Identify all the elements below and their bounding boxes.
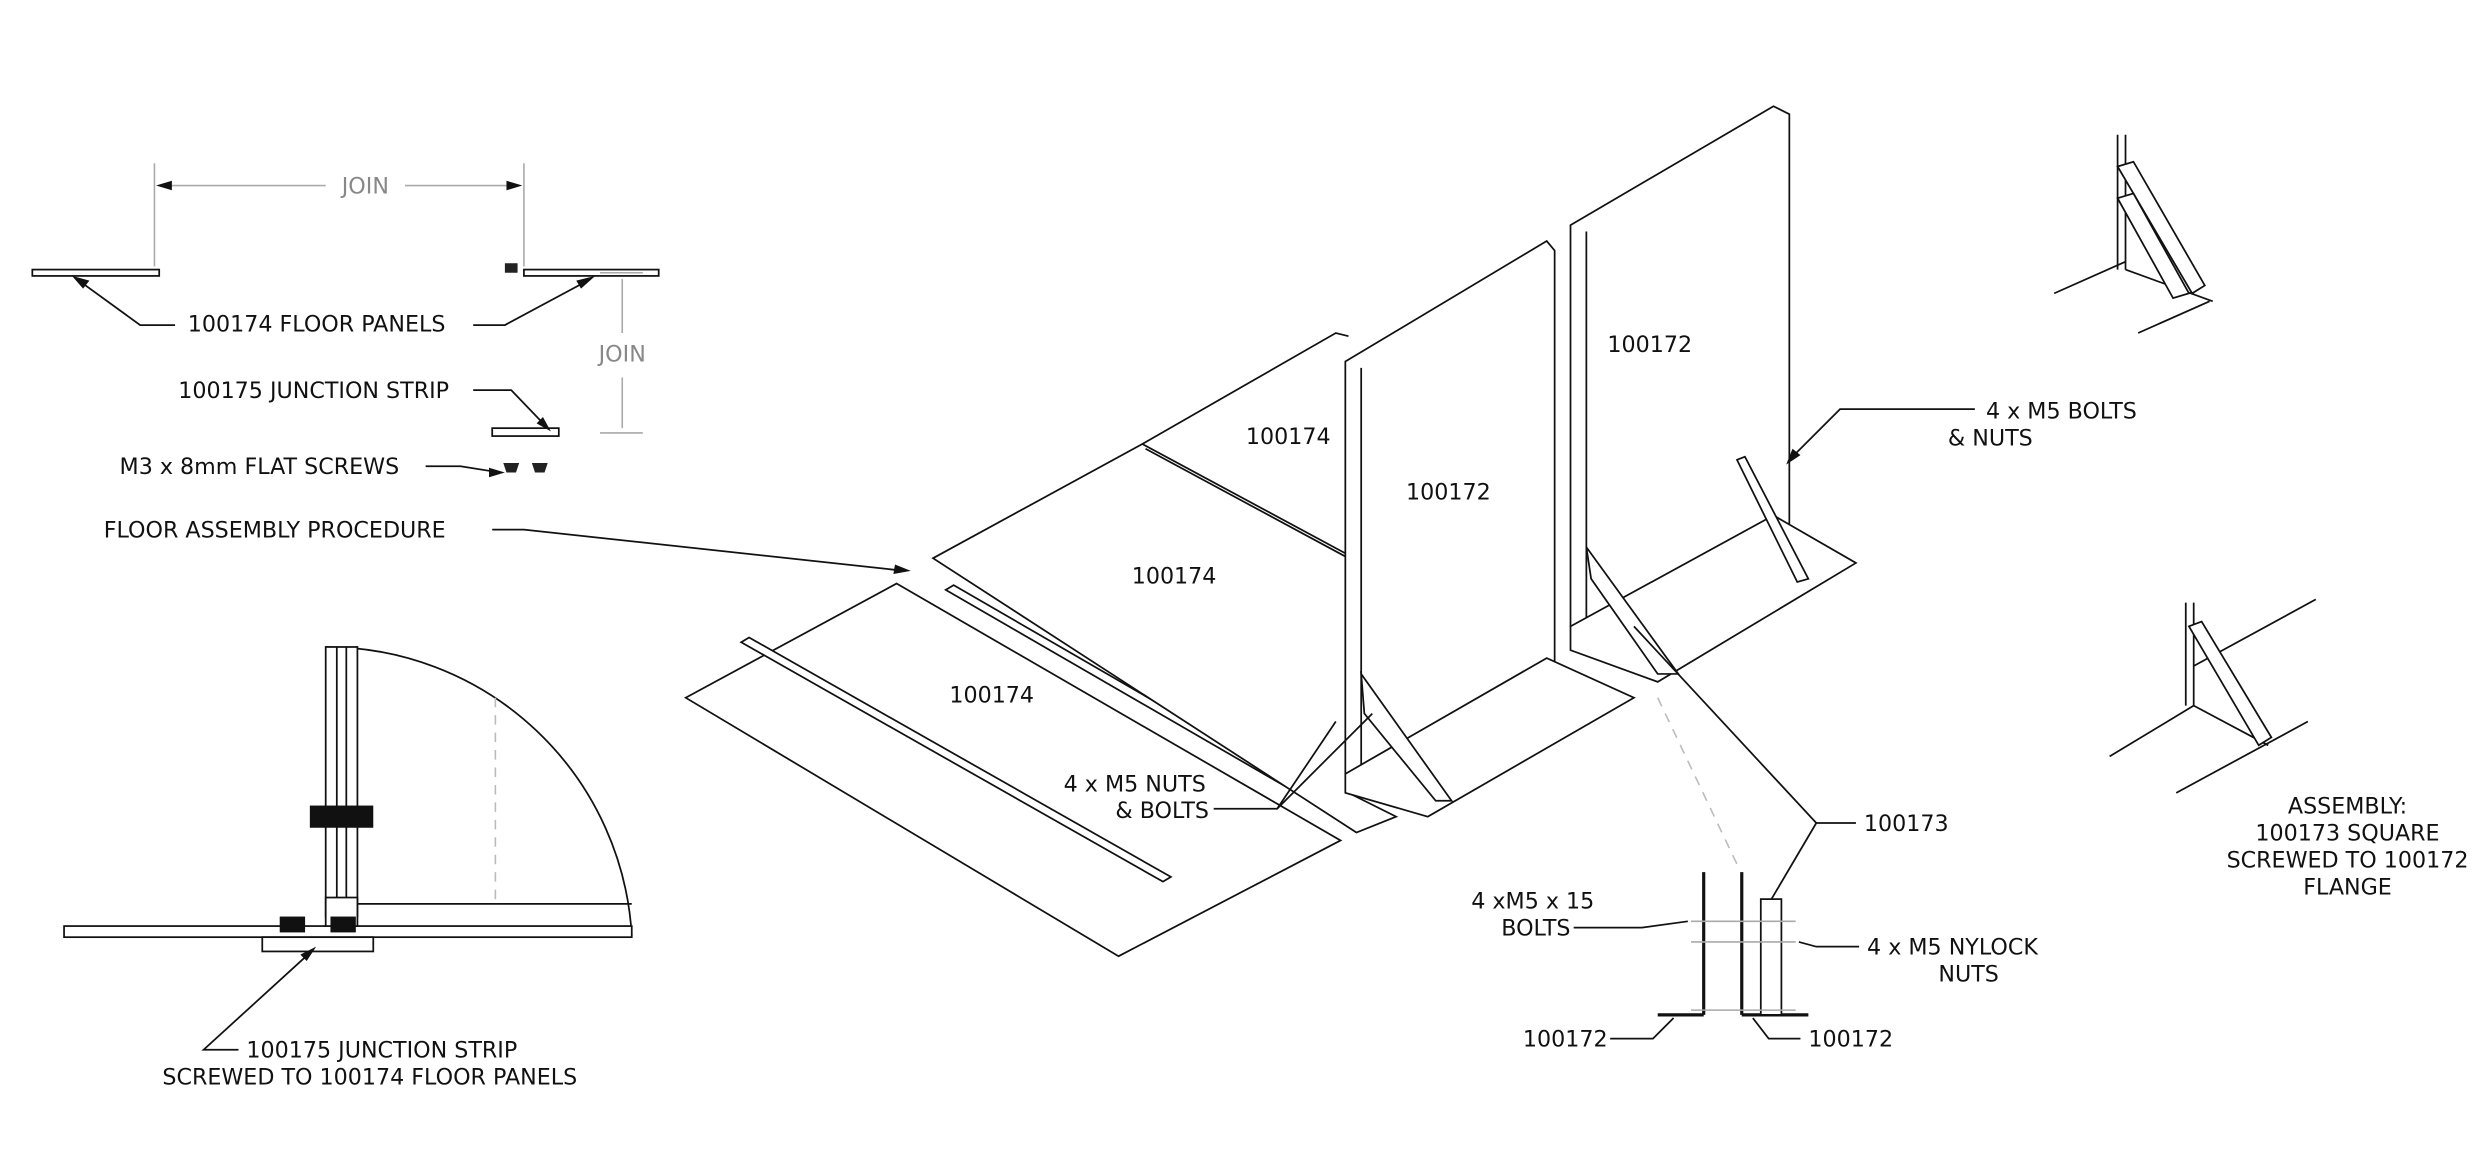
- junction-strip-front: [739, 636, 1173, 883]
- part-100173-label: 100173: [1864, 811, 1949, 837]
- detail-100172-label-left: 100172: [1523, 1027, 1608, 1053]
- bolts-nuts-label-2: & NUTS: [1948, 426, 2033, 452]
- junction-detail-view: 100175 JUNCTION STRIP SCREWED TO 100174 …: [63, 646, 633, 1091]
- bracket-detail-bottom: [2109, 598, 2317, 794]
- assembly-note-3: SCREWED TO 100172: [2227, 847, 2469, 873]
- panel-100174-label-b: 100174: [949, 682, 1034, 708]
- bolt-detail-view: 4 xM5 x 15 BOLTS 4 x M5 NYLOCK NUTS 1001…: [1471, 872, 2039, 1053]
- nylock-label-2: NUTS: [1938, 962, 1998, 988]
- bolt-icon: [309, 805, 374, 828]
- floor-assembly-label: FLOOR ASSEMBLY PROCEDURE: [104, 518, 446, 544]
- junction-detail-label-2: SCREWED TO 100174 FLOOR PANELS: [162, 1065, 577, 1091]
- panel-100172-label-b: 100172: [1607, 332, 1692, 358]
- floor-panel-right: [523, 268, 660, 277]
- join-exploded-view: JOIN JOIN 100174 FLOOR PANELS 100175 JUN…: [31, 163, 911, 575]
- panel-100174-label-c: 100174: [1246, 424, 1331, 450]
- bracket-100173: [1585, 546, 1681, 675]
- screw-icon: [330, 916, 356, 933]
- screw-icon: [503, 463, 520, 473]
- floor-panels-label: 100174 FLOOR PANELS: [188, 311, 446, 337]
- m5-bolts-label-2: BOLTS: [1501, 916, 1570, 942]
- screw-icon: [531, 463, 548, 473]
- m5-bolts-label-1: 4 xM5 x 15: [1471, 889, 1594, 915]
- floor-panel-left: [31, 268, 161, 277]
- assembly-note-2: 100173 SQUARE: [2255, 820, 2439, 846]
- nuts-bolts-label-2: & BOLTS: [1115, 798, 1209, 824]
- isometric-assembly: 100174 100174 100174 100172 100172: [683, 105, 1858, 958]
- detail-100172-label-right: 100172: [1808, 1027, 1893, 1053]
- nylock-label-1: 4 x M5 NYLOCK: [1867, 935, 2039, 961]
- panel-100172-label-a: 100172: [1406, 480, 1491, 506]
- join-vertical-label: JOIN: [597, 342, 646, 368]
- bracket-100173: [1735, 455, 1810, 584]
- screw-icon: [279, 916, 306, 933]
- panel-100174-label-a: 100174: [1132, 564, 1217, 590]
- junction-detail-label-1: 100175 JUNCTION STRIP: [246, 1038, 517, 1064]
- junction-strip-label: 100175 JUNCTION STRIP: [178, 378, 449, 404]
- flat-screws-label: M3 x 8mm FLAT SCREWS: [120, 454, 400, 480]
- assembly-note-4: FLANGE: [2303, 874, 2392, 900]
- assembly-note-1: ASSEMBLY:: [2288, 793, 2407, 819]
- junction-strip: [491, 427, 560, 437]
- bracket-detail-top: [2053, 134, 2214, 334]
- floor-panel-front: [683, 582, 1343, 958]
- bolts-nuts-label-1: 4 x M5 BOLTS: [1986, 399, 2137, 425]
- nuts-bolts-label-1: 4 x M5 NUTS: [1064, 771, 1206, 797]
- join-horizontal-label: JOIN: [340, 173, 389, 199]
- bracket-100173: [1360, 670, 1454, 802]
